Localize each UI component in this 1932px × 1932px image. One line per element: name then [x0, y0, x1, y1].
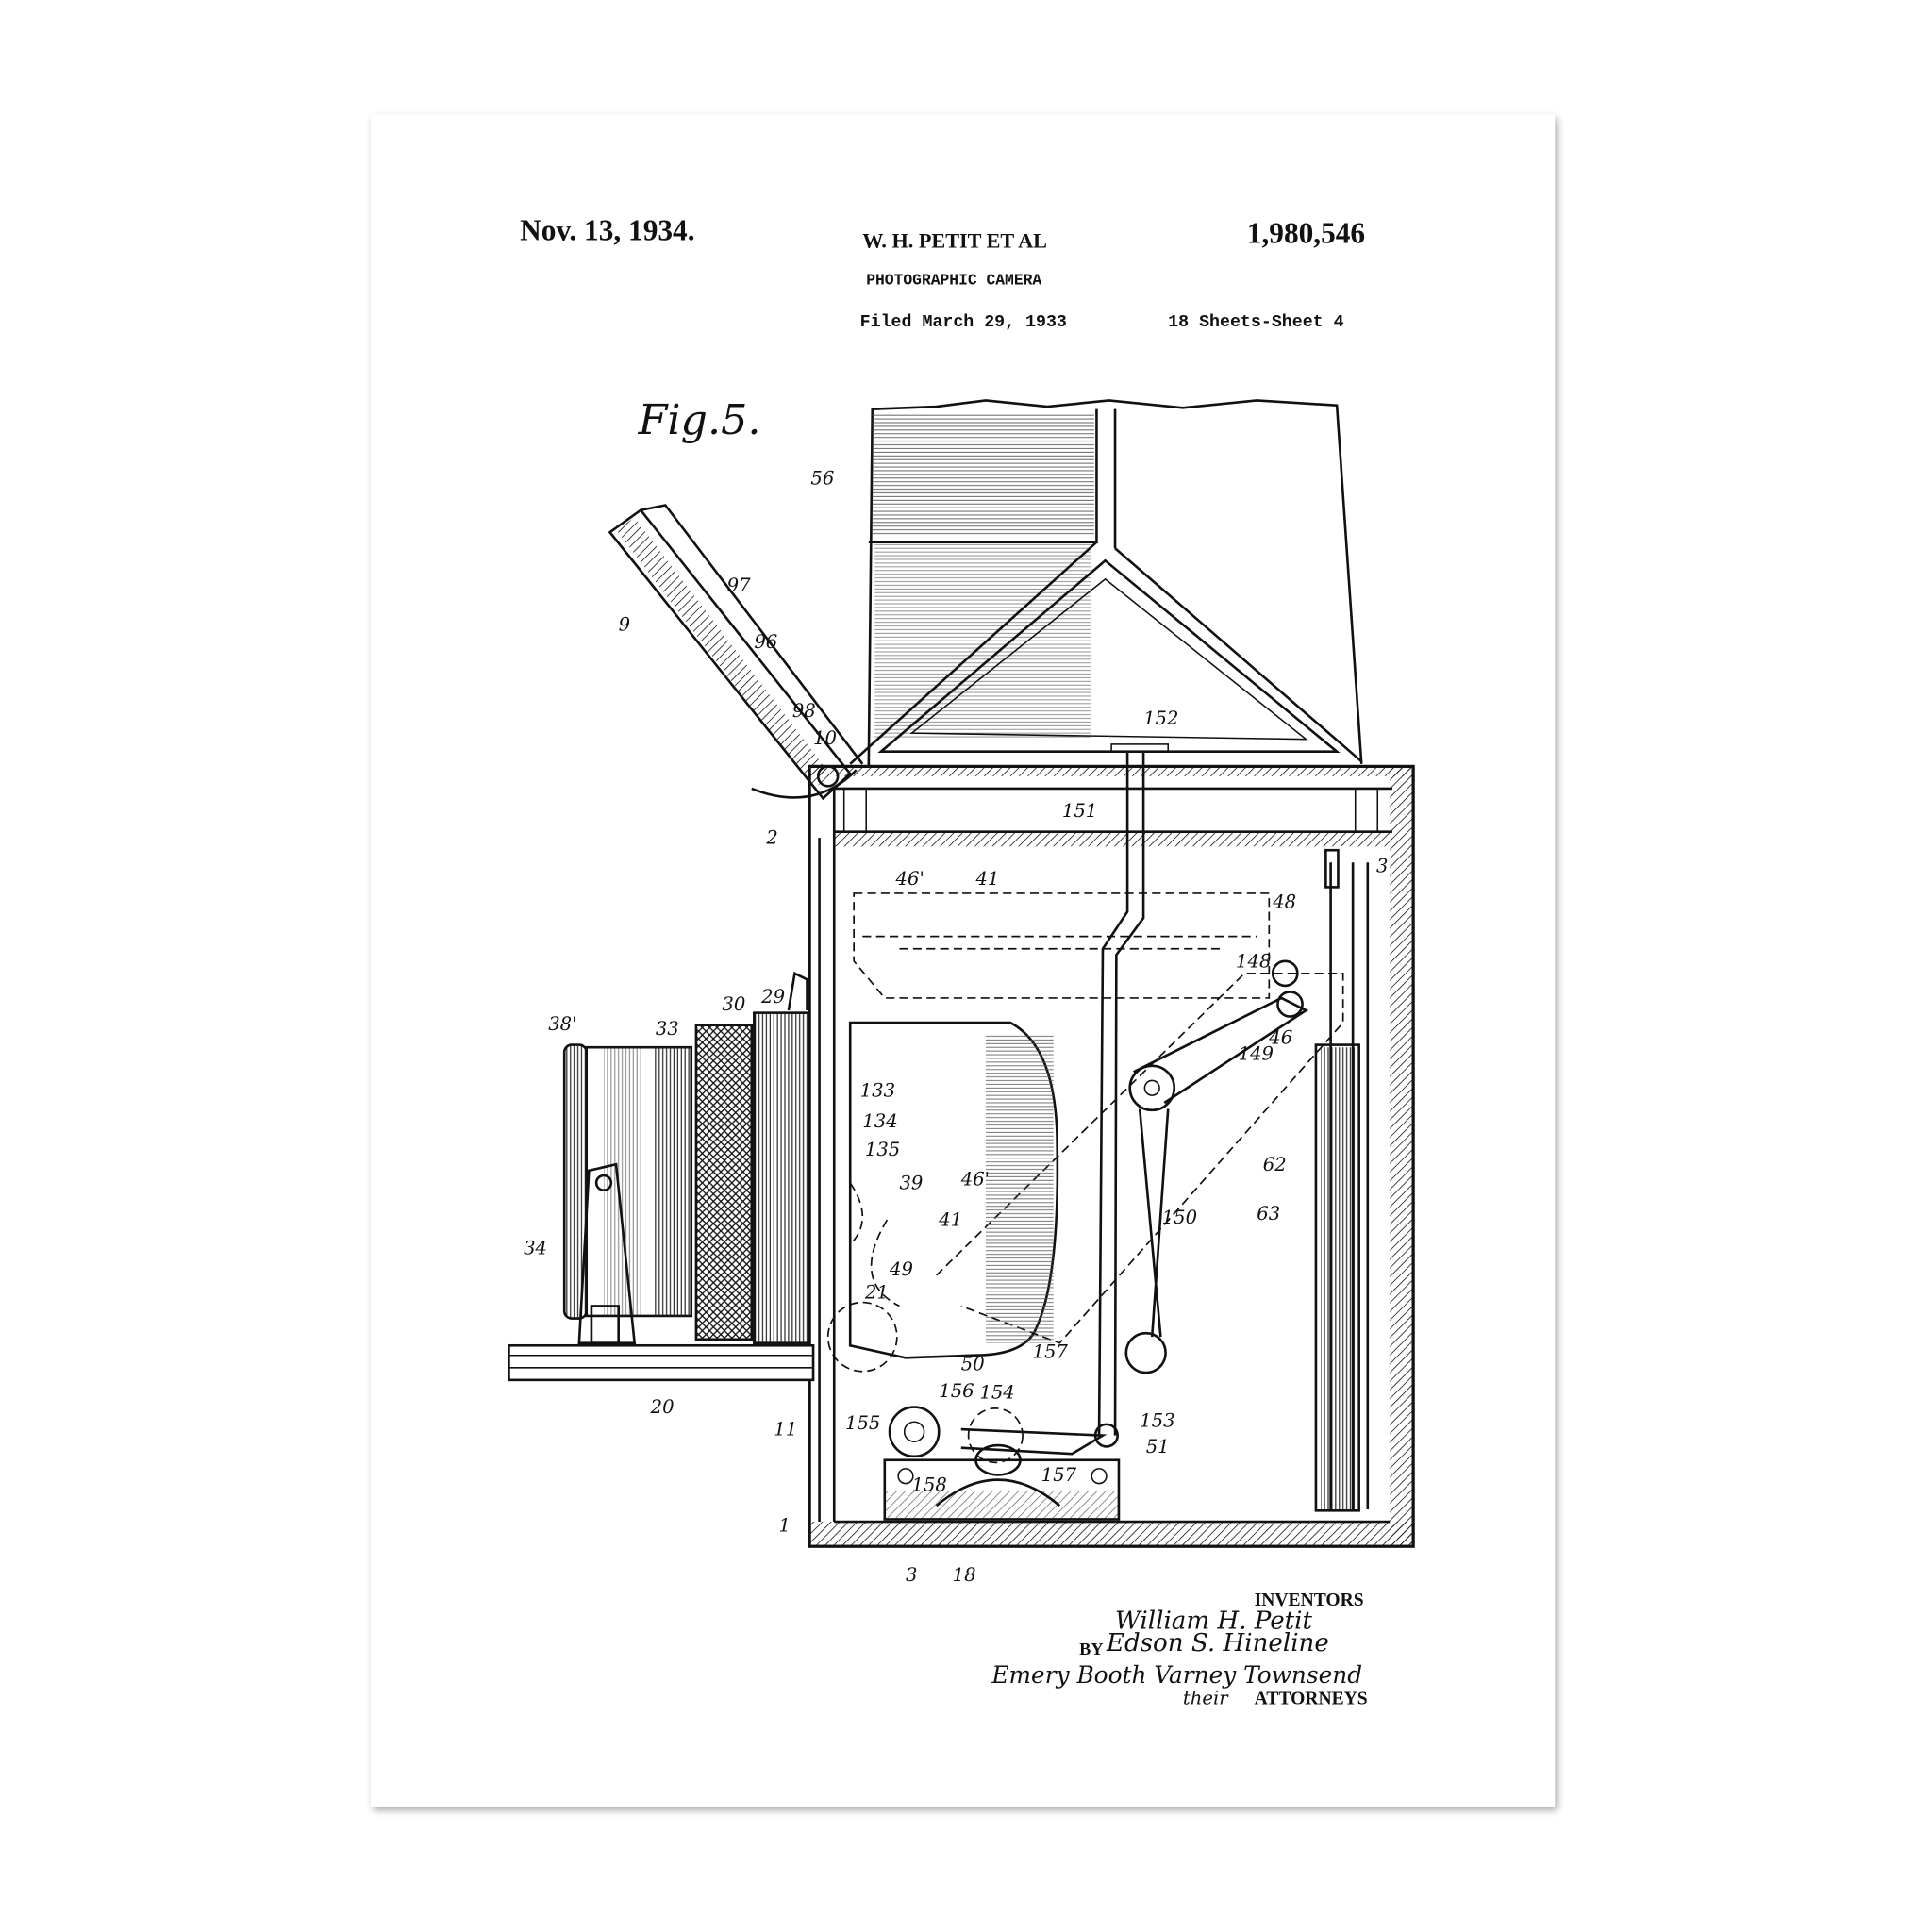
- ref-label: 152: [1143, 708, 1178, 729]
- reflex-mirror: [848, 1021, 1059, 1359]
- ref-label: 46': [895, 868, 924, 890]
- ref-label: 148: [1236, 950, 1271, 972]
- ref-label: 154: [979, 1381, 1014, 1403]
- ref-label: 155: [845, 1412, 880, 1434]
- inventors-heading: INVENTORS: [1255, 1591, 1364, 1610]
- ref-label: 50: [961, 1353, 985, 1374]
- ref-label: 30: [722, 993, 745, 1015]
- ref-label: 9: [619, 614, 630, 636]
- filed-date: Filed March 29, 1933: [860, 313, 1067, 332]
- ref-label: 41: [974, 868, 999, 890]
- inventor-signature-2: Edson S. Hineline: [1106, 1629, 1329, 1657]
- ref-label: 49: [889, 1258, 913, 1280]
- ref-label: 3: [906, 1564, 917, 1586]
- ref-label: 153: [1140, 1409, 1174, 1431]
- signature-block: INVENTORS William H. Petit BY Edson S. H…: [991, 1591, 1367, 1708]
- ref-label: 1: [778, 1515, 790, 1537]
- inventor-signature-1: William H. Petit: [1115, 1607, 1312, 1636]
- poster-paper: [371, 114, 1556, 1807]
- attorney-signature: Emery Booth Varney Townsend: [991, 1661, 1362, 1689]
- ref-label: 38': [548, 1013, 576, 1035]
- ref-label: 63: [1257, 1203, 1280, 1224]
- their-label: their: [1183, 1687, 1229, 1708]
- ref-label: 96: [754, 631, 777, 653]
- by-label: BY: [1079, 1640, 1103, 1658]
- ref-label: 135: [865, 1139, 900, 1160]
- camera-drawing: Fig.5.: [508, 396, 1415, 1586]
- sheet-count: 18 Sheets-Sheet 4: [1168, 313, 1343, 332]
- ref-label: 97: [727, 575, 751, 596]
- ref-label: 2: [765, 827, 777, 849]
- ref-label: 46': [960, 1168, 990, 1190]
- patent-title: PHOTOGRAPHIC CAMERA: [866, 272, 1041, 290]
- ref-label: 156: [939, 1380, 974, 1402]
- ref-label: 48: [1272, 891, 1296, 913]
- ref-label: 149: [1239, 1042, 1274, 1064]
- ref-label: 11: [774, 1419, 797, 1441]
- ref-label: 20: [650, 1396, 675, 1418]
- inventor-name: W. H. PETIT ET AL: [862, 229, 1047, 253]
- viewing-hood: [849, 399, 1363, 767]
- attorneys-heading: ATTORNEYS: [1255, 1689, 1368, 1708]
- figure-label: Fig.5.: [638, 396, 761, 444]
- ref-label: 46: [1268, 1026, 1292, 1048]
- ref-label: 157: [1041, 1464, 1077, 1486]
- ref-label: 133: [860, 1079, 895, 1101]
- ref-label: 39: [899, 1172, 923, 1193]
- patent-date: Nov. 13, 1934.: [520, 214, 694, 247]
- ref-label: 34: [524, 1238, 547, 1259]
- camera-body: [808, 764, 1415, 1548]
- reference-numerals: 56 97 9 96 98 10 152 151 2 46' 41 48 3 1…: [524, 467, 1388, 1585]
- ref-label: 3: [1376, 856, 1388, 877]
- ref-label: 51: [1146, 1436, 1170, 1457]
- ref-label: 18: [953, 1564, 976, 1586]
- ref-label: 62: [1263, 1154, 1287, 1175]
- ref-label: 21: [864, 1282, 889, 1304]
- ref-label: 134: [862, 1110, 897, 1132]
- ref-label: 150: [1162, 1207, 1197, 1228]
- ref-label: 29: [760, 986, 785, 1008]
- ref-label: 33: [656, 1018, 679, 1040]
- bottom-mechanism: [883, 1406, 1121, 1521]
- ref-label: 98: [792, 700, 816, 722]
- patent-header: Nov. 13, 1934. W. H. PETIT ET AL 1,980,5…: [520, 214, 1365, 332]
- arm-and-rollers: [1124, 848, 1370, 1512]
- ref-label: 41: [938, 1209, 962, 1231]
- patent-number: 1,980,546: [1247, 216, 1365, 249]
- lens-assembly: [508, 971, 815, 1382]
- ref-label: 157: [1033, 1341, 1069, 1362]
- ref-label: 56: [810, 467, 834, 489]
- ref-label: 151: [1062, 800, 1097, 822]
- ref-label: 158: [912, 1474, 947, 1495]
- ref-label: 10: [813, 727, 837, 749]
